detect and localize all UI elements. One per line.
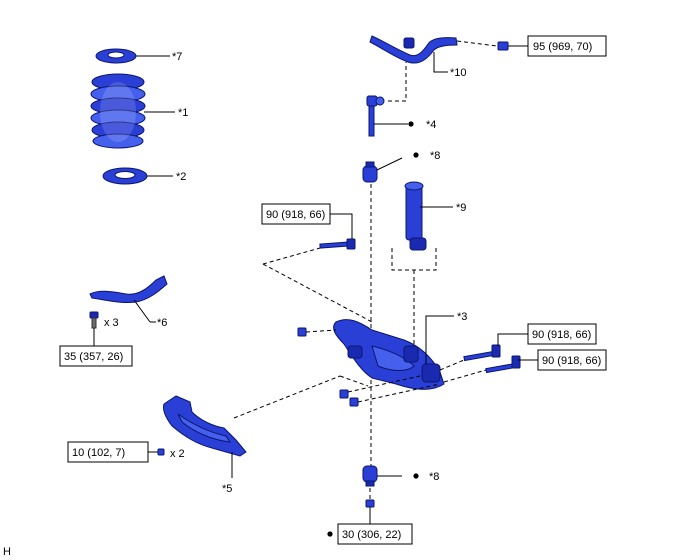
shock-absorber [404, 181, 427, 251]
callout-3: *3 [457, 311, 467, 323]
torque-10-label: 10 (102, 7) [72, 447, 125, 459]
callout-8-bottom: *8 [429, 471, 439, 483]
quantity-x2: x 2 [170, 448, 185, 460]
torque-box-90-right-top: 90 (918, 66) [527, 323, 597, 345]
callout-7: *7 [172, 51, 182, 63]
callout-9: *9 [456, 202, 466, 214]
torque-box-30: 30 (306, 22) [337, 523, 413, 545]
torque-90-right-bottom-label: 90 (918, 66) [542, 355, 601, 367]
torque-box-10: 10 (102, 7) [67, 441, 149, 463]
stabilizer-bolt [497, 41, 509, 51]
callout-8-top: *8 [430, 150, 440, 162]
upper-spring-insulator [95, 48, 137, 64]
arm-nut-lower-2 [349, 397, 359, 407]
spring-bracket [89, 275, 168, 303]
quantity-x3: x 3 [104, 317, 119, 329]
torque-box-90-upper: 90 (918, 66) [261, 203, 331, 225]
callout-2: *2 [176, 171, 186, 183]
bracket-bolt [89, 311, 99, 329]
torque-30-label: 30 (306, 22) [342, 529, 401, 541]
right-bolt-upper [463, 344, 501, 362]
bullet-dot-8-bottom [413, 473, 419, 479]
upper-bushing [362, 161, 378, 183]
torque-box-95: 95 (969, 70) [527, 35, 607, 57]
torque-box-90-right-bottom: 90 (918, 66) [537, 349, 607, 371]
callout-6: *6 [157, 317, 167, 329]
upper-bolt [319, 238, 356, 250]
lower-arm [333, 319, 445, 390]
arm-nut-left [297, 327, 307, 337]
stabilizer-link [366, 95, 385, 137]
callout-4: *4 [426, 119, 436, 131]
torque-95-label: 95 (969, 70) [533, 41, 592, 53]
bullet-dot-30 [327, 531, 333, 537]
torque-box-35: 35 (357, 26) [59, 345, 133, 367]
corner-mark: H [3, 546, 11, 558]
lower-bushing [362, 465, 378, 487]
right-bolt-lower [485, 355, 521, 374]
cover-bolt [157, 448, 165, 456]
stabilizer-bar [369, 35, 458, 64]
arm-nut-lower-1 [339, 389, 349, 399]
suspension-cover [163, 395, 247, 457]
callout-10: *10 [450, 67, 467, 79]
lower-spring-insulator [102, 167, 148, 185]
callout-5: *5 [222, 483, 232, 495]
torque-90-upper-label: 90 (918, 66) [266, 209, 325, 221]
bullet-dot-4 [408, 121, 414, 127]
torque-90-right-top-label: 90 (918, 66) [532, 329, 591, 341]
callout-1: *1 [178, 107, 188, 119]
coil-spring [90, 73, 146, 149]
bullet-dot-8-top [413, 152, 419, 158]
torque-35-label: 35 (357, 26) [64, 351, 123, 363]
lower-nut [365, 499, 375, 508]
